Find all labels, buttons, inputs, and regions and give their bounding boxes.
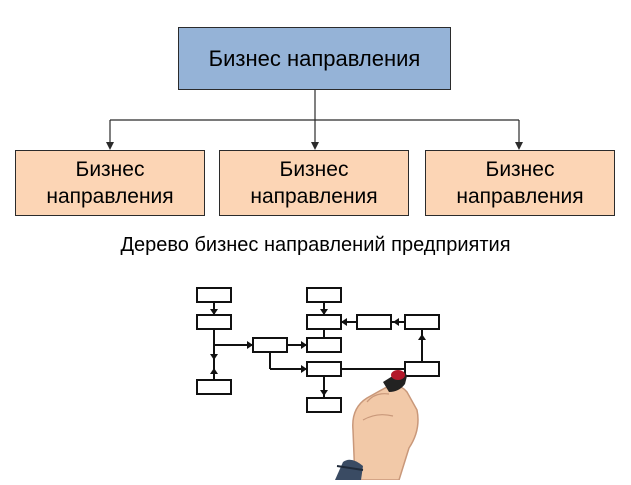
flow-box xyxy=(306,287,342,303)
flow-box xyxy=(404,314,440,330)
arrowhead xyxy=(393,318,399,326)
hand-with-marker-icon xyxy=(335,370,419,480)
flow-box xyxy=(306,397,342,413)
arrowhead-left xyxy=(106,142,114,150)
arrowhead xyxy=(210,354,218,360)
arrowhead xyxy=(210,368,218,374)
child-node-3-line1: Бизнес xyxy=(485,158,555,181)
flow-box xyxy=(306,337,342,353)
flow-box xyxy=(196,379,232,395)
root-node: Бизнес направления xyxy=(178,27,451,90)
child-node-3: Бизнес направления xyxy=(425,150,615,216)
flow-box xyxy=(196,314,232,330)
arrowhead xyxy=(301,365,307,373)
arrowhead xyxy=(320,309,328,315)
flow-box xyxy=(306,314,342,330)
arrowhead xyxy=(418,334,426,340)
arrowhead xyxy=(210,309,218,315)
child-node-3-line2: направления xyxy=(456,185,584,208)
arrowhead xyxy=(320,390,328,396)
flowchart-illustration xyxy=(196,287,440,480)
diagram-caption: Дерево бизнес направлений предприятия xyxy=(120,234,511,256)
child-node-1-line2: направления xyxy=(46,185,174,208)
tree-connectors xyxy=(106,90,523,150)
arrowhead xyxy=(341,318,347,326)
flow-box xyxy=(356,314,392,330)
child-node-1: Бизнес направления xyxy=(15,150,205,216)
arrowhead-middle xyxy=(311,142,319,150)
child-node-2-line1: Бизнес xyxy=(279,158,349,181)
arrowhead xyxy=(247,341,253,349)
root-node-label: Бизнес направления xyxy=(208,45,421,71)
flow-box xyxy=(306,361,342,377)
flow-box xyxy=(196,287,232,303)
arrowhead xyxy=(301,341,307,349)
arrowhead-right xyxy=(515,142,523,150)
child-node-2-line2: направления xyxy=(250,185,378,208)
flow-box xyxy=(404,361,440,377)
child-node-1-line1: Бизнес xyxy=(75,158,145,181)
flow-box xyxy=(252,337,288,353)
child-node-2: Бизнес направления xyxy=(219,150,409,216)
